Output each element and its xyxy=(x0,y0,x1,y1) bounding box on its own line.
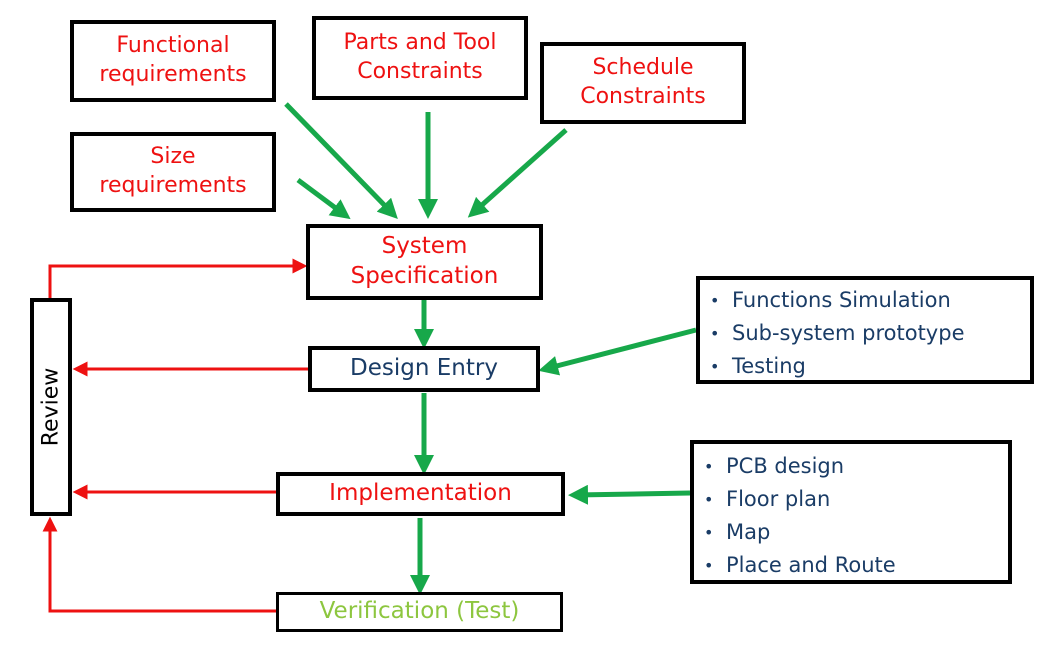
verification-test-box: Verification (Test) xyxy=(276,592,563,632)
arrow-size-to-spec xyxy=(296,177,351,220)
list-item: Place and Route xyxy=(694,549,1008,582)
list-item: Testing xyxy=(700,350,1030,383)
arrow-verify-to-review xyxy=(42,516,276,613)
review-box: Review xyxy=(30,298,72,516)
implementation-tasks-box: PCB design Floor plan Map Place and Rout… xyxy=(690,440,1012,584)
schedule-constraints-box: Schedule Constraints xyxy=(540,42,746,124)
implementation-task-list: PCB design Floor plan Map Place and Rout… xyxy=(694,450,1008,582)
system-specification-box: System Specification xyxy=(306,224,543,300)
parts-tool-constraints-box: Parts and Tool Constraints xyxy=(312,16,528,100)
implementation-box: Implementation xyxy=(276,472,565,516)
arrow-functional-to-spec xyxy=(284,102,398,220)
size-requirements-box: Size requirements xyxy=(70,132,276,212)
list-item: Functions Simulation xyxy=(700,284,1030,317)
arrow-schedule-to-spec xyxy=(467,128,568,218)
list-item: PCB design xyxy=(694,450,1008,483)
design-entry-tasks-box: Functions Simulation Sub-system prototyp… xyxy=(696,276,1034,384)
review-label: Review xyxy=(38,367,64,447)
arrow-tasks2-to-impl xyxy=(568,484,691,505)
list-item: Map xyxy=(694,516,1008,549)
arrow-tasks1-to-design xyxy=(538,327,697,376)
list-item: Sub-system prototype xyxy=(700,317,1030,350)
design-entry-box: Design Entry xyxy=(308,346,540,392)
list-item: Floor plan xyxy=(694,483,1008,516)
arrow-review-to-spec xyxy=(48,258,308,298)
design-entry-task-list: Functions Simulation Sub-system prototyp… xyxy=(700,284,1030,383)
functional-requirements-box: Functional requirements xyxy=(70,20,276,102)
